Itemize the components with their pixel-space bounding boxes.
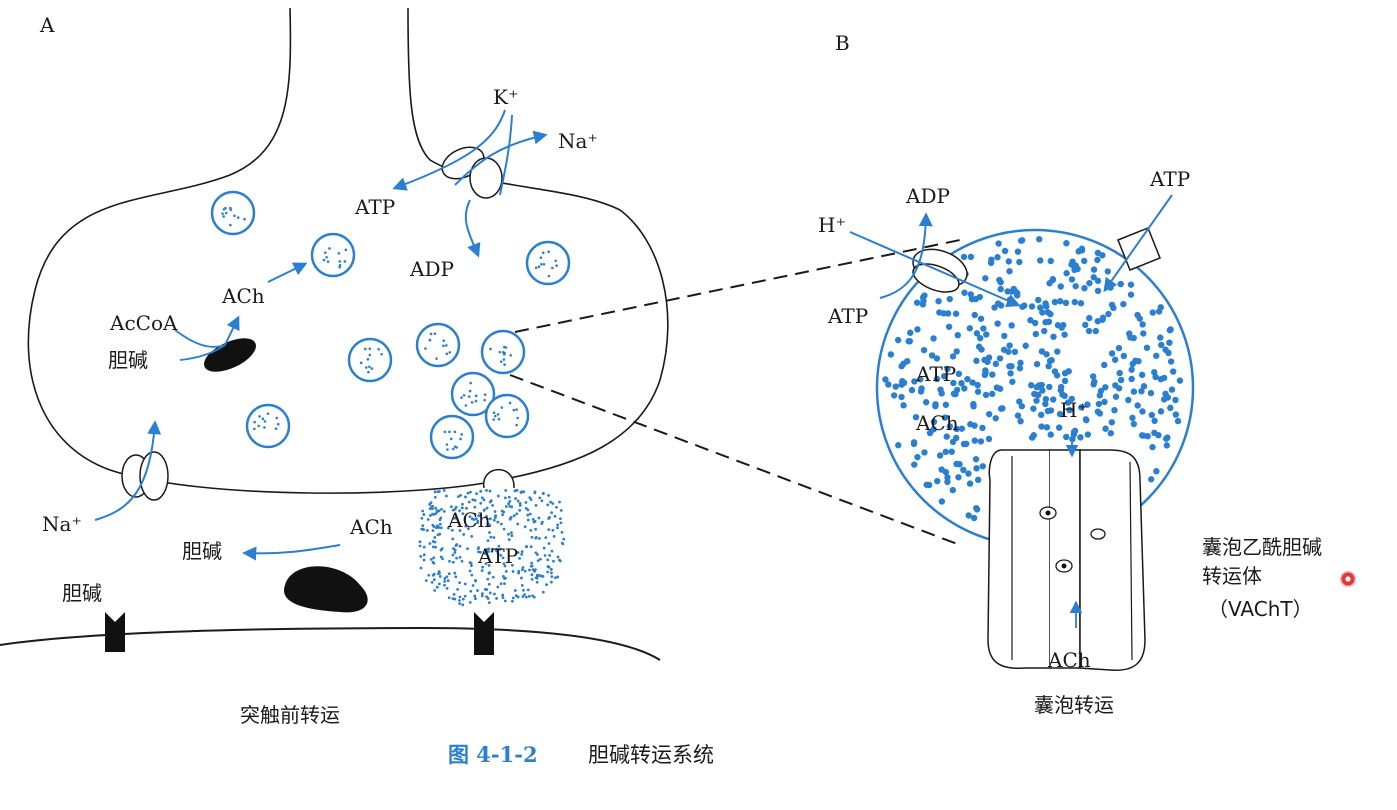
panel-b-label: B — [835, 31, 850, 55]
atp-inside-label: ATP — [915, 362, 956, 386]
pointer-dot-icon — [1340, 571, 1356, 587]
vesicle — [429, 414, 475, 460]
choline-receptor-left — [105, 612, 125, 652]
vesicle — [484, 393, 530, 439]
figure-title: 胆碱转运系统 — [588, 743, 714, 767]
adp-arrow — [464, 199, 481, 258]
atp-release-label: ATP — [477, 544, 518, 568]
annotation-line2: 转运体 — [1202, 564, 1262, 588]
atp-left-label: ATP — [827, 304, 868, 328]
vesicle — [210, 190, 256, 236]
ach-inside-label: ACh — [915, 411, 959, 435]
panel-b-caption: 囊泡转运 — [1034, 693, 1114, 717]
accoa-arrow — [174, 329, 226, 348]
chat-enzyme — [204, 338, 256, 372]
zoom-line-top — [514, 239, 961, 333]
annotation-line1: 囊泡乙酰胆碱 — [1202, 535, 1322, 559]
choline-in-label: 胆碱 — [108, 348, 148, 372]
choline-receptor-label: 胆碱 — [62, 581, 102, 605]
na-k-pump — [441, 146, 503, 199]
presynaptic-membrane — [27, 7, 669, 494]
na-in-arrow — [94, 420, 162, 521]
atp-to-adp-arrow — [392, 109, 506, 191]
atp-hydrolysis-arrow — [879, 212, 933, 299]
accoa-label: AcCoA — [109, 311, 178, 335]
vesicle — [415, 322, 461, 368]
released-transmitter-cloud — [418, 488, 566, 607]
vesicle — [525, 240, 571, 286]
ach-synth-label: ACh — [221, 284, 265, 308]
panel-a-caption: 突触前转运 — [240, 703, 340, 727]
panel-a-label: A — [39, 13, 55, 37]
ach-to-vesicle-arrow — [267, 262, 308, 283]
vesicle — [245, 403, 291, 449]
choline-transporter — [121, 451, 169, 501]
na-plus-top-label: Na⁺ — [558, 129, 598, 153]
postsynaptic-membrane — [0, 626, 661, 661]
ach-release-label: ACh — [447, 508, 491, 532]
k-plus-label: K⁺ — [493, 85, 519, 109]
na-plus-bottom-label: Na⁺ — [42, 512, 82, 536]
figure-number: 图 4-1-2 — [448, 742, 538, 767]
zoom-line-bottom — [509, 374, 961, 546]
atp-in-arrow — [1103, 194, 1173, 293]
annotation-line3: （VAChT） — [1208, 597, 1313, 621]
ach-hydrolysis-arrow — [242, 544, 341, 561]
atp-top-label: ATP — [1149, 167, 1190, 191]
fusion-pore — [483, 468, 515, 489]
ach-product-arrow — [224, 315, 240, 346]
vesicle — [450, 371, 496, 417]
h-plus-in-arrow — [849, 231, 1021, 307]
ache-enzyme — [284, 566, 368, 613]
choline-cleft-label: 胆碱 — [182, 539, 222, 563]
synaptic-vesicles — [210, 190, 571, 460]
ach-bottom-label: ACh — [1047, 648, 1091, 672]
vesicle — [310, 232, 356, 278]
h-plus-inside-label: H⁺ — [1060, 398, 1088, 422]
atp-pump-label: ATP — [354, 195, 395, 219]
vacht-transporter — [987, 449, 1146, 671]
ach-cleft-label: ACh — [349, 515, 393, 539]
adp-label: ADP — [905, 184, 950, 208]
na-out-arrow — [454, 130, 548, 186]
adp-pump-label: ADP — [409, 257, 454, 281]
ach-receptor-right — [474, 612, 494, 655]
k-in-arrow — [499, 114, 513, 196]
choline-synth-arrow — [179, 344, 226, 361]
h-plus-top-label: H⁺ — [818, 213, 846, 237]
vesicle — [347, 337, 393, 383]
